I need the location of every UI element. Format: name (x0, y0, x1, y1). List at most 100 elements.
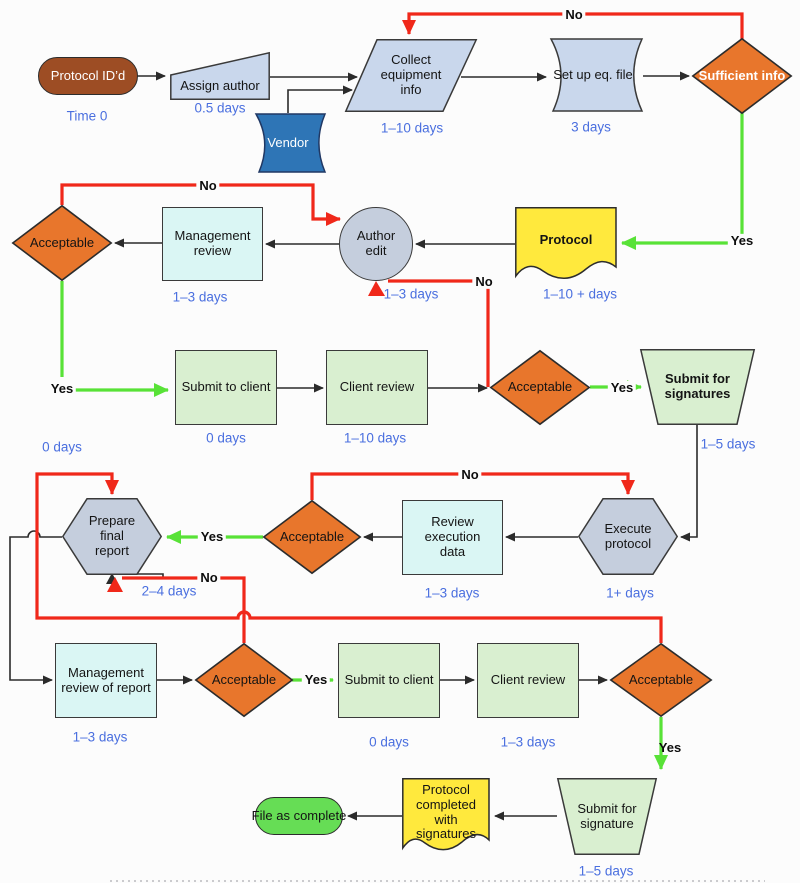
decision-diamond-shape (194, 642, 294, 718)
node-submit-to-client-2-label: Submit to client (344, 672, 434, 688)
arrowhead-red-hexagon-bottom (107, 577, 123, 592)
days-assign-author: 0.5 days (194, 100, 246, 116)
days-protocol: 1–10 + days (543, 286, 617, 302)
node-acceptable-4-label: Acceptable (211, 671, 277, 687)
node-client-review-2: Client review (477, 643, 579, 718)
edge-yes-acceptable1-to-submit1 (60, 281, 168, 390)
node-set-up-eq-file-label: Set up eq. file (553, 66, 633, 82)
node-review-execution-data-label: Review execution data (424, 514, 481, 559)
decision-diamond-shape (691, 37, 793, 115)
node-acceptable-3: Acceptable (262, 499, 362, 575)
days-management-review: 1–3 days (172, 289, 228, 305)
node-acceptable-5: Acceptable (609, 642, 713, 718)
stored-data-shape (254, 113, 327, 173)
node-client-review-1: Client review (326, 350, 428, 425)
days-protocol-idd: Time 0 (66, 108, 108, 124)
node-prepare-final-report-label: Prepare final report (88, 513, 136, 558)
edge-preparereport-to-mgmtreport (9, 530, 62, 685)
edge-label-no-4: No (458, 467, 482, 483)
days-submit-for-signature: 1–5 days (578, 863, 634, 879)
days-collect-equipment: 1–10 days (380, 120, 444, 136)
node-acceptable-5-label: Acceptable (628, 671, 694, 687)
edge-no-acceptable1-to-authoredit (60, 183, 341, 226)
node-submit-to-client-2: Submit to client (338, 643, 440, 718)
days-client-review-2: 1–3 days (500, 734, 556, 750)
node-acceptable-2-label: Acceptable (507, 379, 573, 395)
node-protocol-document-label: Protocol (539, 231, 593, 247)
parallelogram-shape (344, 39, 478, 112)
days-author-edit: 1–3 days (383, 286, 439, 302)
node-protocol-idd-label: Protocol ID’d (50, 67, 126, 83)
node-management-review: Management review (162, 207, 263, 281)
edge-label-yes-6: Yes (658, 739, 682, 755)
edge-label-yes-1: Yes (727, 233, 757, 249)
node-protocol-idd: Protocol ID’d (38, 57, 138, 95)
node-author-edit: Author edit (339, 207, 413, 281)
days-yes-branch: 0 days (42, 439, 82, 455)
days-prepare-final-report: 2–4 days (141, 583, 197, 599)
edge-label-yes-2: Yes (47, 381, 77, 397)
node-acceptable-1-label: Acceptable (29, 234, 95, 250)
node-vendor-label: Vendor (267, 134, 309, 150)
document-shape (515, 207, 617, 279)
node-file-as-complete-label: File as complete (251, 807, 347, 823)
days-submit-to-client-1: 0 days (206, 430, 246, 446)
cropped-caption-artifact (110, 880, 765, 882)
days-execute-protocol: 1+ days (606, 585, 654, 601)
node-submit-to-client-1-label: Submit to client (181, 379, 271, 395)
node-acceptable-2: Acceptable (489, 349, 591, 426)
node-assign-author: Assign author (170, 51, 270, 100)
node-review-execution-data: Review execution data (402, 500, 503, 575)
decision-diamond-shape (11, 204, 113, 282)
inverted-trapezoid-shape (639, 349, 756, 425)
decision-diamond-shape (609, 642, 713, 718)
node-submit-for-signatures-label: Submit for signatures (664, 371, 731, 401)
stored-data-shape (549, 38, 644, 112)
node-acceptable-3-label: Acceptable (279, 528, 345, 544)
node-management-review-label: Management review (174, 228, 251, 258)
document-shape (402, 778, 490, 851)
node-client-review-1-label: Client review (339, 379, 415, 395)
node-collect-equipment-label: Collect equipment info (380, 52, 442, 97)
node-execute-protocol-label: Execute protocol (604, 520, 652, 551)
days-set-up-eq-file: 3 days (571, 119, 611, 135)
days-submit-for-signatures: 1–5 days (700, 436, 756, 452)
node-submit-for-signatures: Submit for signatures (639, 349, 756, 425)
inverted-trapezoid-shape (556, 778, 658, 855)
days-submit-to-client-2: 0 days (369, 734, 409, 750)
edge-label-yes-3: Yes (607, 380, 637, 396)
hexagon-shape (577, 498, 679, 575)
edge-no-acceptable5-to-preparereport (35, 472, 663, 643)
days-client-review-1: 1–10 days (343, 430, 407, 446)
node-submit-for-signature: Submit for signature (556, 778, 658, 855)
node-set-up-eq-file: Set up eq. file (543, 38, 644, 112)
node-sufficient-info: Sufficient info (691, 37, 793, 115)
node-assign-author-label: Assign author (180, 78, 260, 94)
node-submit-to-client-1: Submit to client (175, 350, 277, 425)
decision-diamond-shape (489, 349, 591, 426)
edge-label-yes-4: Yes (197, 529, 227, 545)
edge-label-no-1: No (562, 7, 586, 23)
edge-label-no-2: No (196, 178, 220, 194)
manual-operation-shape (170, 51, 270, 100)
node-management-review-report-label: Management review of report (61, 664, 151, 695)
node-collect-equipment: Collect equipment info (344, 39, 478, 112)
edge-label-no-5: No (197, 570, 221, 586)
node-sufficient-info-label: Sufficient info (698, 67, 786, 83)
edge-label-yes-5: Yes (301, 672, 331, 688)
edge-vendor-to-collect (287, 85, 353, 113)
node-protocol-completed-label: Protocol completed with signatures (416, 781, 476, 842)
node-protocol-completed: Protocol completed with signatures (402, 778, 490, 855)
node-prepare-final-report: Prepare final report (61, 498, 163, 575)
days-management-review-report: 1–3 days (72, 729, 128, 745)
node-submit-for-signature-label: Submit for signature (577, 800, 637, 831)
node-protocol-document: Protocol (515, 207, 617, 283)
node-vendor: Vendor (250, 113, 327, 173)
hexagon-shape (61, 498, 163, 575)
days-review-execution-data: 1–3 days (424, 585, 480, 601)
edge-signatures-to-execute (680, 425, 698, 542)
node-file-as-complete: File as complete (252, 797, 346, 835)
node-author-edit-label: Author edit (356, 228, 396, 258)
edge-label-no-3: No (472, 274, 496, 290)
